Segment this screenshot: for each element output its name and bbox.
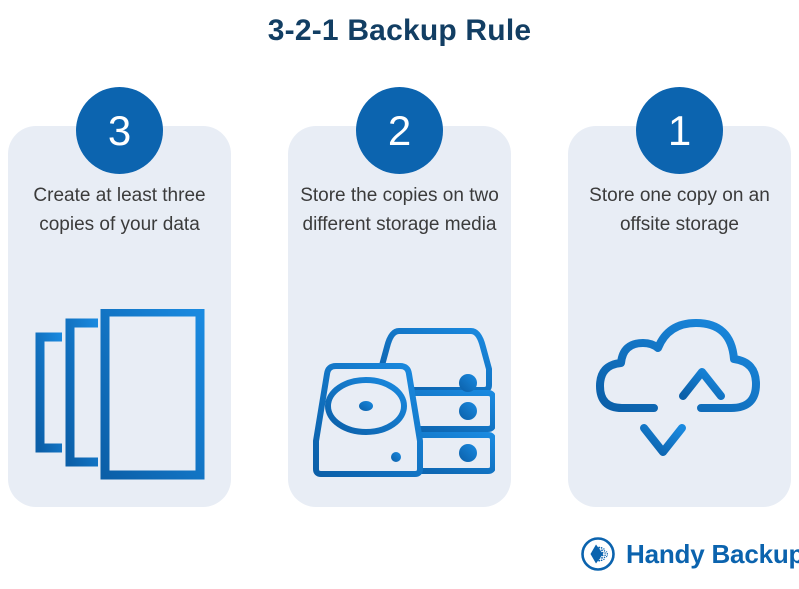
brand-name: Handy Backup [626,538,799,569]
card-one [568,126,791,507]
caption-three: Create at least three copies of your dat… [33,185,206,235]
cloud-upload-download-icon [568,300,791,490]
badge-number-two: 2 [356,87,443,174]
page-title: 3-2-1 Backup Rule [267,14,532,47]
caption-one: Store one copy on an offsite storage [589,185,770,235]
handy-backup-logo-mark-icon [580,536,616,572]
brand-logo: Handy Backup [580,534,799,574]
caption-two: Store the copies on two different storag… [300,185,499,235]
documents-stack-icon [8,296,231,496]
badge-number-three: 3 [76,87,163,174]
badge-number-one: 1 [636,87,723,174]
disk-and-server-stack-icon [288,296,511,496]
